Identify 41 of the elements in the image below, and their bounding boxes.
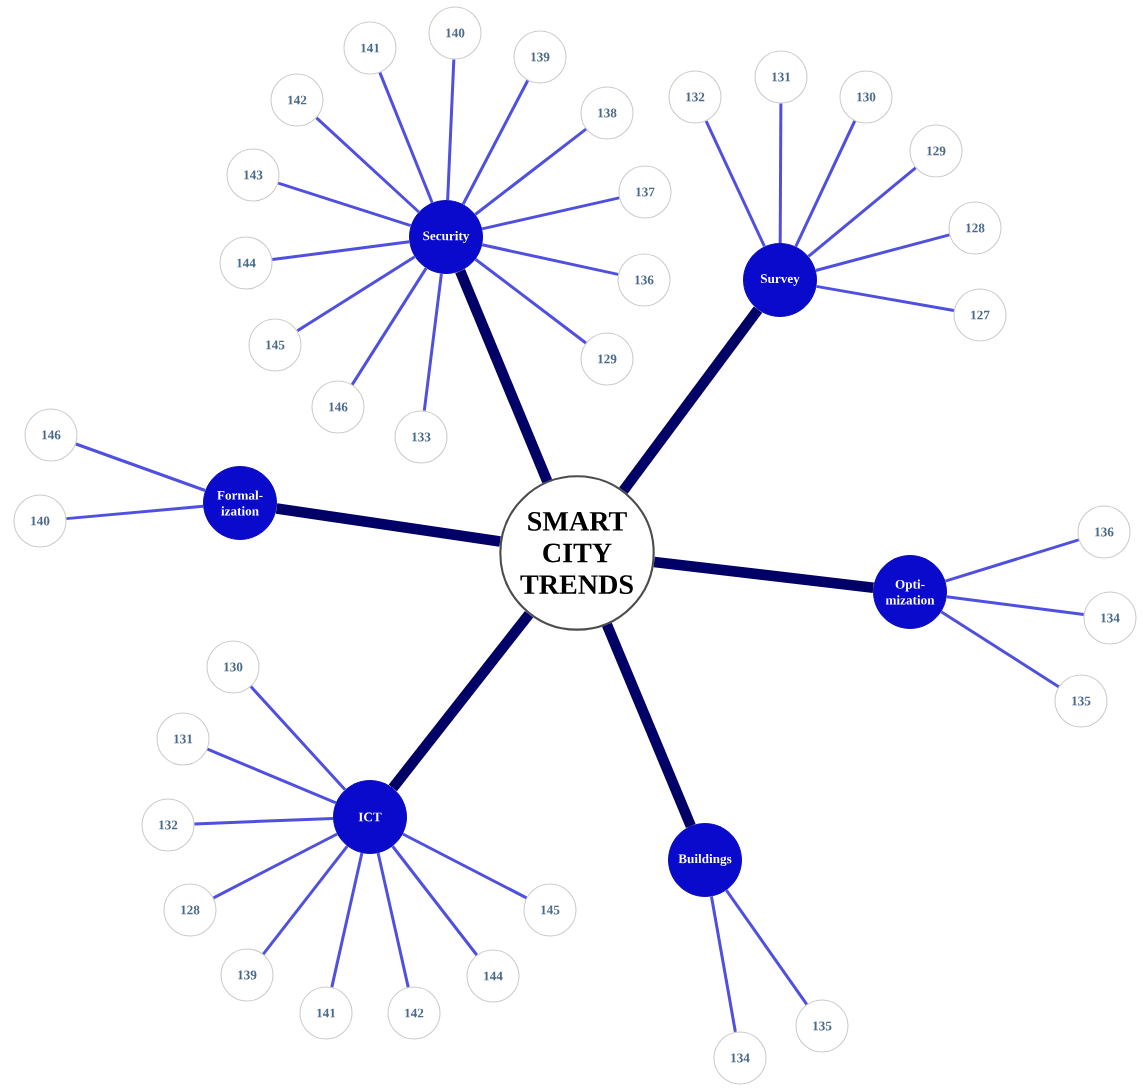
branch-connector xyxy=(653,556,874,593)
connector xyxy=(940,610,1060,688)
branch-connector xyxy=(388,610,534,792)
connector xyxy=(709,896,737,1033)
connector xyxy=(206,747,337,805)
connector xyxy=(212,832,338,900)
connector xyxy=(794,120,857,248)
connector xyxy=(461,79,530,205)
connector xyxy=(262,845,349,955)
connector xyxy=(704,120,766,248)
connector xyxy=(944,538,1080,583)
connector xyxy=(391,845,478,956)
branch-connector xyxy=(602,622,696,828)
connector xyxy=(816,284,955,312)
connector xyxy=(75,442,206,492)
connector xyxy=(422,273,443,411)
connector xyxy=(778,103,783,244)
connector xyxy=(376,852,410,988)
connector xyxy=(315,116,420,214)
connector xyxy=(446,59,456,201)
connector xyxy=(474,128,587,216)
connector xyxy=(296,255,416,333)
connector xyxy=(272,240,410,262)
branch-connector xyxy=(619,306,763,494)
connector xyxy=(481,196,620,231)
connector xyxy=(815,233,950,272)
branch-connector xyxy=(275,503,501,547)
connector xyxy=(378,72,434,204)
connector xyxy=(277,181,412,228)
connector xyxy=(725,889,808,1006)
connector xyxy=(402,832,528,900)
connector xyxy=(194,816,334,826)
connector xyxy=(66,504,204,521)
connector xyxy=(946,595,1084,617)
branch-connector xyxy=(455,269,553,484)
connector xyxy=(481,243,619,276)
connector xyxy=(807,166,917,258)
connector xyxy=(350,267,428,386)
connector xyxy=(474,258,587,345)
connector xyxy=(249,685,347,791)
connector xyxy=(330,852,364,988)
